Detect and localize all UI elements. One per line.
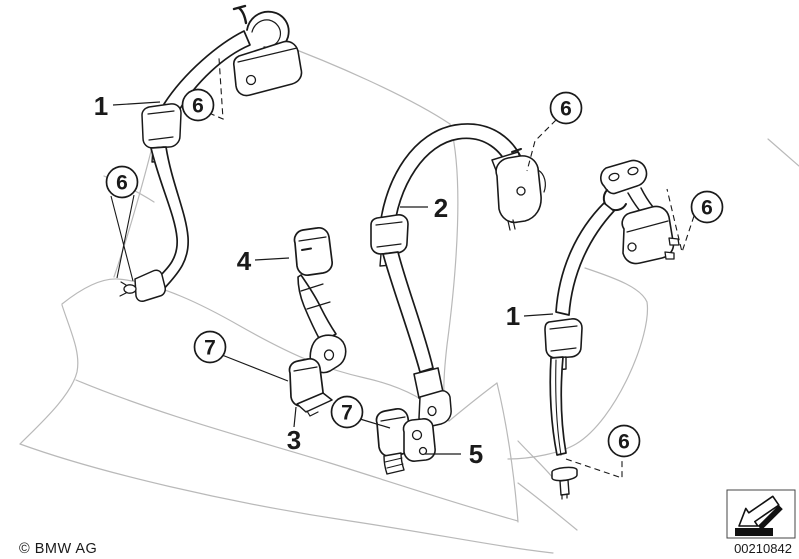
svg-text:6[interactable]: 6 xyxy=(560,98,572,121)
double-buckle-link xyxy=(402,418,436,462)
callout-5[interactable]: 5 xyxy=(469,439,483,469)
buckle-head-part4 xyxy=(293,227,333,276)
callout-3[interactable]: 3 xyxy=(287,425,301,455)
left-belt-loop-guide xyxy=(141,103,182,149)
callout-2[interactable]: 2 xyxy=(434,193,448,223)
callout-7-right[interactable]: 7 xyxy=(330,395,364,429)
svg-text:4[interactable]: 4 xyxy=(237,246,252,276)
middle-seat-belt-assembly xyxy=(370,123,546,428)
svg-text:6[interactable]: 6 xyxy=(701,197,713,220)
left-seat-belt-assembly xyxy=(119,4,303,302)
right-belt-end-bolt xyxy=(551,466,578,482)
svg-text:3[interactable]: 3 xyxy=(287,425,301,455)
svg-text:1[interactable]: 1 xyxy=(94,91,108,121)
right-belt-loop-guide xyxy=(544,318,583,359)
middle-belt-loop-guide xyxy=(370,214,409,255)
leader-lines xyxy=(110,57,695,479)
svg-text:7[interactable]: 7 xyxy=(204,337,216,360)
svg-text:6[interactable]: 6 xyxy=(618,431,630,454)
callouts: 1 6 6 2 6 4 6 1 7 3 xyxy=(94,88,724,469)
down-left-arrow-icon xyxy=(735,495,783,536)
left-belt-anchor xyxy=(134,269,166,302)
buckle-part3 xyxy=(288,358,333,417)
callout-1-left[interactable]: 1 xyxy=(94,91,108,121)
copyright-text: © BMW AG xyxy=(19,541,97,557)
thumbnail-direction-box[interactable] xyxy=(726,489,796,539)
buckle-stalk xyxy=(297,274,337,343)
footer: © BMW AG 00210842 xyxy=(19,489,796,557)
callout-1-right[interactable]: 1 xyxy=(506,301,520,331)
buckle-stalk-part4 xyxy=(293,227,347,374)
svg-text:6[interactable]: 6 xyxy=(116,172,128,195)
callout-6-top-middle[interactable]: 6 xyxy=(549,91,583,125)
middle-belt-webbing-lower xyxy=(382,251,434,373)
svg-text:5[interactable]: 5 xyxy=(469,439,483,469)
buckle-plate-part3 xyxy=(296,392,333,413)
callout-6-mid-left[interactable]: 6 xyxy=(105,165,139,199)
svg-text:6[interactable]: 6 xyxy=(192,95,204,118)
svg-text:1[interactable]: 1 xyxy=(506,301,520,331)
double-buckle-part5 xyxy=(375,408,436,475)
right-belt-webbing-upper xyxy=(555,202,615,316)
svg-text:7[interactable]: 7 xyxy=(341,402,353,425)
right-belt-webbing-lower xyxy=(549,356,567,456)
seat-outline xyxy=(19,42,799,554)
image-number: 00210842 xyxy=(734,541,792,556)
callout-6-upper-left[interactable]: 6 xyxy=(181,88,215,122)
right-seat-belt-assembly xyxy=(544,159,680,500)
right-belt-anchor-plate xyxy=(600,159,648,195)
callout-6-far-right[interactable]: 6 xyxy=(690,190,724,224)
left-belt-webbing-lower xyxy=(150,146,189,291)
svg-text:2[interactable]: 2 xyxy=(434,193,448,223)
double-buckle-boot xyxy=(383,452,405,475)
callout-7-left[interactable]: 7 xyxy=(193,330,227,364)
callout-6-bottom-right[interactable]: 6 xyxy=(607,424,641,458)
callout-4[interactable]: 4 xyxy=(237,246,252,276)
